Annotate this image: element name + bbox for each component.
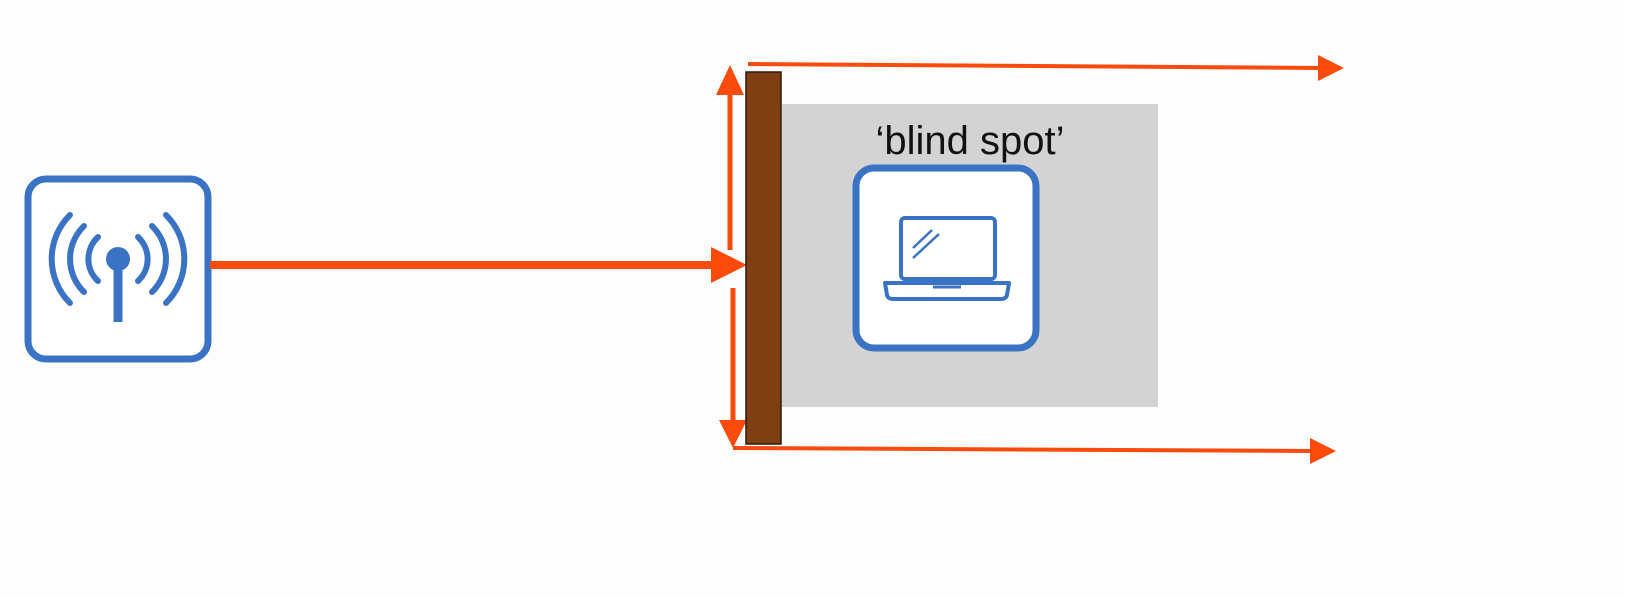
diverted-signal-top-arrow	[747, 62, 1323, 70]
wireless-access-point-icon	[24, 175, 212, 363]
blind-spot-label: ‘blind spot’	[875, 119, 1064, 163]
incoming-signal-arrowhead	[711, 247, 747, 283]
diverted-signal-bottom-arrow	[732, 446, 1315, 453]
obstacle-wall	[745, 71, 782, 445]
laptop-icon	[852, 164, 1040, 352]
